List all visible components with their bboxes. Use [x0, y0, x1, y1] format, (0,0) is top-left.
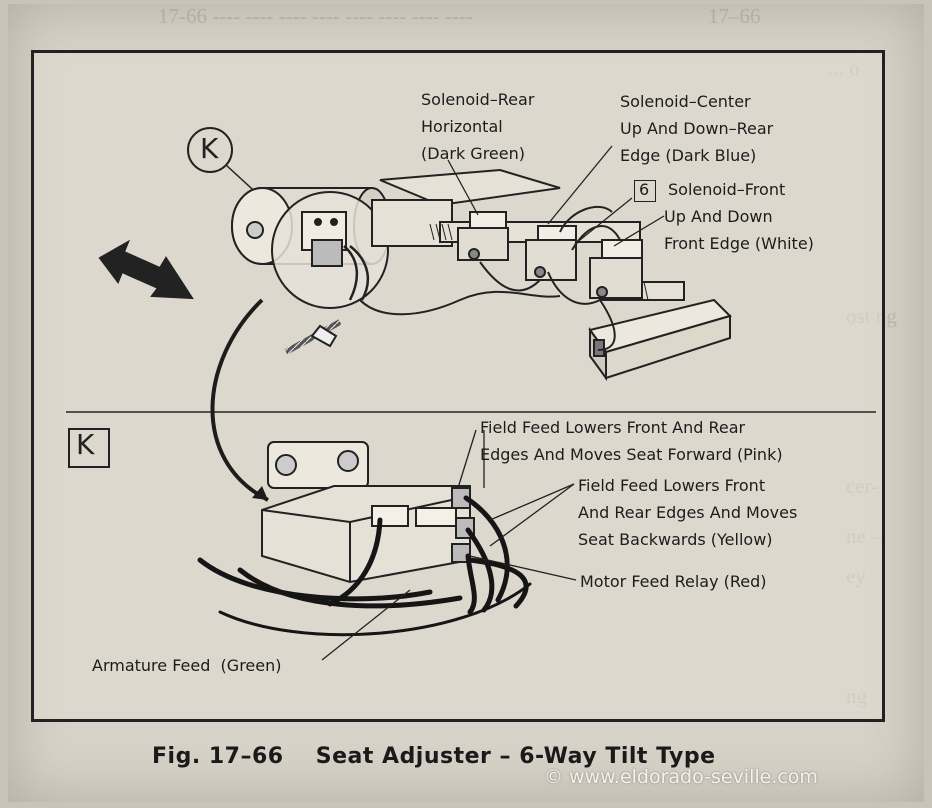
diagram-frame [31, 50, 885, 722]
label-solenoid-rear: Solenoid–Rear Horizontal (Dark Green) [421, 90, 535, 163]
leader-lines-detail [321, 429, 577, 661]
figure-number: Fig. 17–66 [152, 744, 284, 769]
seat-track [588, 298, 732, 382]
label-field-feed-backward: Field Feed Lowers Front And Rear Edges A… [578, 476, 798, 549]
detail-k-box-label: K [76, 428, 95, 461]
relay-assembly [261, 441, 475, 584]
label-field-feed-forward: Field Feed Lowers Front And Rear Edges A… [480, 418, 783, 464]
direction-arrow-icon [98, 239, 194, 300]
detail-k-circle-label: K [200, 132, 219, 165]
detail-k-box [68, 428, 110, 468]
detail-k-callout-circle [187, 127, 233, 173]
watermark: © www.eldorado-seville.com [544, 766, 818, 788]
label-armature-feed: Armature Feed (Green) [92, 656, 282, 675]
leader-lines-top [447, 145, 665, 247]
harness-to-detail-k [210, 298, 269, 502]
figure-caption: Fig. 17–66 Seat Adjuster – 6-Way Tilt Ty… [152, 744, 716, 769]
label-solenoid-center: Solenoid–Center Up And Down–Rear Edge (D… [620, 92, 774, 165]
label-motor-feed-relay: Motor Feed Relay (Red) [580, 572, 767, 591]
figure-title: Seat Adjuster – 6-Way Tilt Type [315, 744, 716, 769]
solenoid-front-tag-number: 6 [639, 180, 650, 199]
solenoid-front-tag [634, 180, 656, 202]
solenoid-rear [457, 211, 509, 261]
solenoid-front [589, 239, 643, 299]
motor-connector [301, 211, 347, 267]
solenoid-center [525, 225, 577, 281]
label-solenoid-front: Solenoid–Front Up And Down Front Edge (W… [664, 180, 814, 253]
